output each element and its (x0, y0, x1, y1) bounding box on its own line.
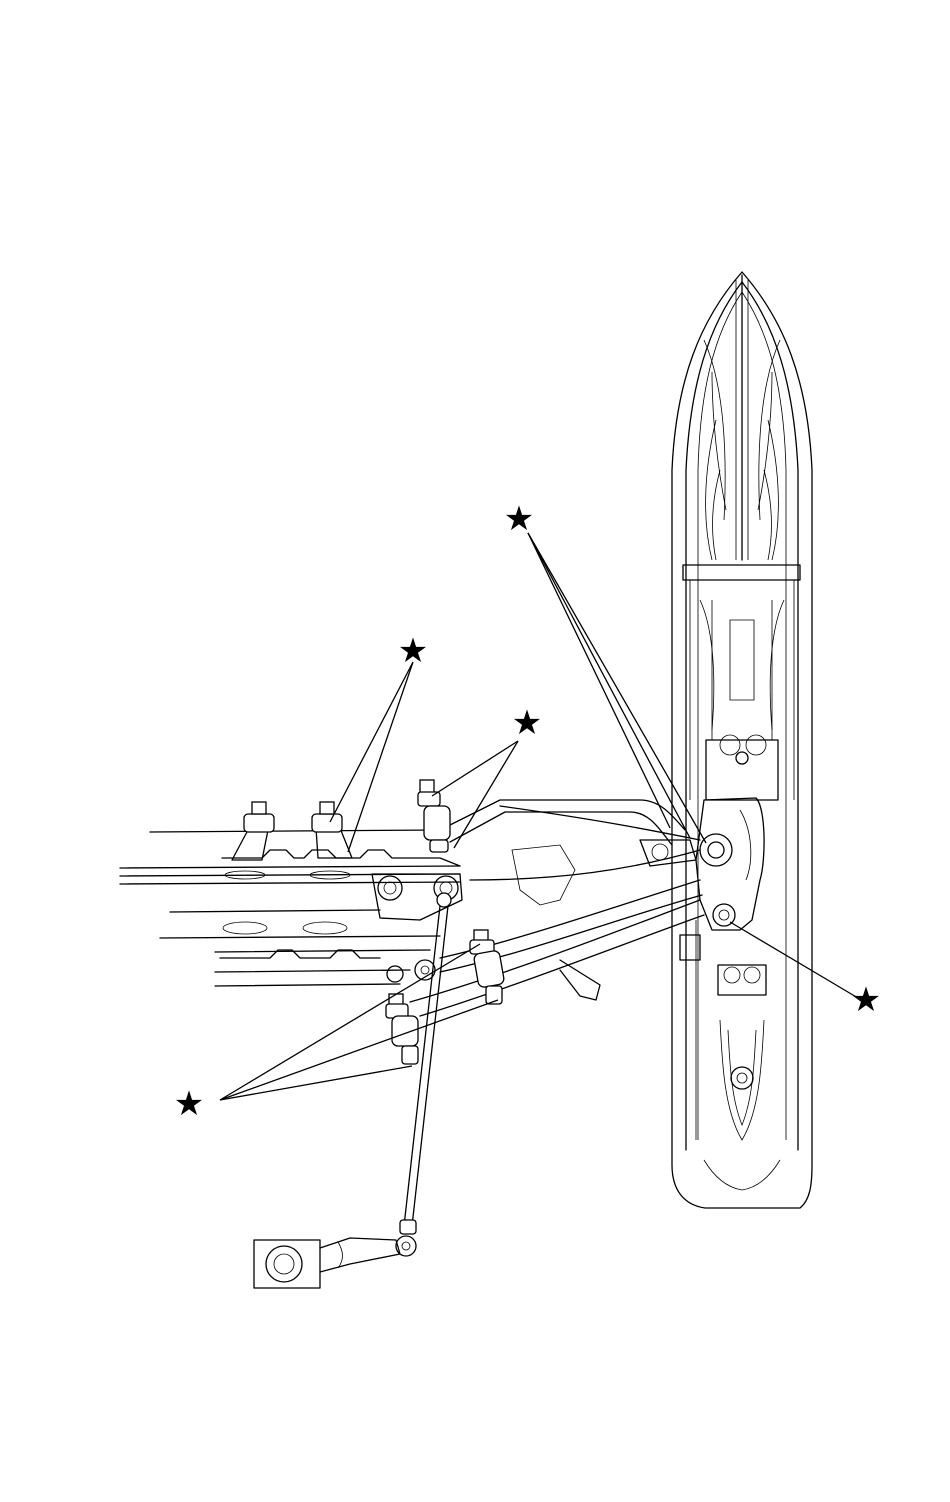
star-marker-lower-arm: ★ (174, 1084, 204, 1124)
upper-a-arm (440, 800, 700, 905)
ski (672, 272, 812, 1208)
star-marker-shock-mount: ★ (512, 703, 542, 743)
tie-rod (396, 893, 451, 1256)
star-marker-upper-posts: ★ (398, 631, 428, 671)
steering-arm (254, 1238, 400, 1288)
star-marker-spindle-bolt: ★ (851, 980, 881, 1020)
star-marker-ski-pivot: ★ (504, 499, 534, 539)
spindle (696, 798, 764, 930)
frame (120, 830, 462, 986)
shock-upper (418, 780, 450, 852)
